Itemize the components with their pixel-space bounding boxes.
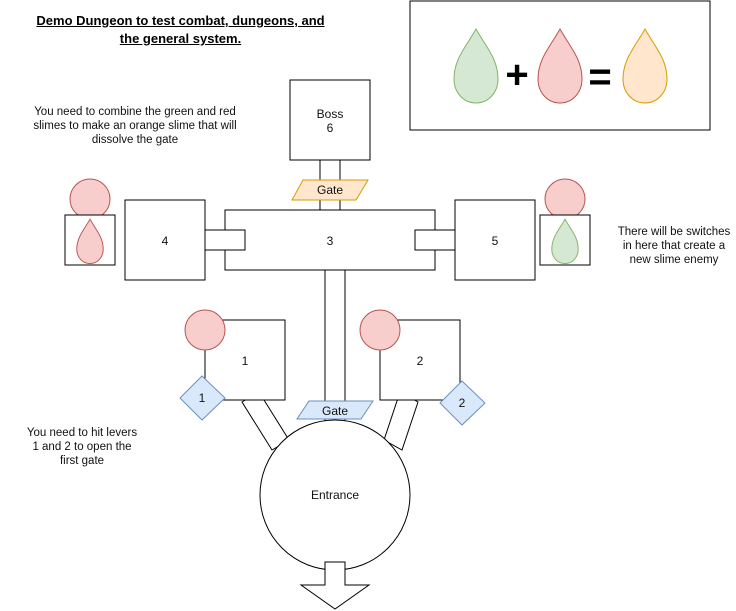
right-slime-enemy-icon	[544, 178, 586, 220]
boss-room	[289, 79, 371, 161]
lever-1-label: 1	[199, 391, 206, 405]
corridor-4	[204, 229, 246, 251]
gate-bottom-label: Gate	[322, 404, 348, 418]
room-3-label: 3	[327, 234, 334, 248]
room-1-slime-icon	[184, 309, 226, 351]
lever-1	[179, 375, 226, 421]
title-line-1: Demo Dungeon to test combat, dungeons, a…	[36, 13, 325, 28]
gate-bottom	[296, 400, 374, 420]
entrance-label: Entrance	[311, 488, 359, 502]
equals-sign: =	[588, 55, 611, 99]
note-levers: You need to hit levers 1 and 2 to open t…	[26, 427, 138, 467]
room-2-label: 2	[417, 354, 424, 368]
corridor-5	[414, 229, 456, 251]
room-2-slime-icon	[359, 309, 401, 351]
boss-room-label: Boss	[317, 107, 344, 121]
room-5	[454, 199, 536, 281]
lever-2	[439, 380, 486, 426]
room-1-label: 1	[242, 354, 249, 368]
room-5-label: 5	[492, 234, 499, 248]
plus-sign: +	[505, 53, 528, 97]
room-3	[224, 209, 436, 271]
room-4	[124, 199, 206, 281]
exit-arrow-icon	[299, 561, 371, 610]
boss-room-number: 6	[327, 121, 334, 135]
room-4-label: 4	[162, 234, 169, 248]
page-title: Demo Dungeon to test combat, dungeons, a…	[8, 12, 353, 48]
note-switches: There will be switches in here that crea…	[617, 226, 731, 266]
lever-2-label: 2	[459, 396, 466, 410]
gate-top-label: Gate	[317, 183, 343, 197]
red-slime-enemy-icon	[69, 178, 111, 220]
note-combine-slimes: You need to combine the green and red sl…	[33, 106, 237, 146]
corridor-room-2	[383, 391, 419, 451]
title-line-2: the general system.	[119, 31, 242, 46]
gate-top	[291, 179, 369, 201]
